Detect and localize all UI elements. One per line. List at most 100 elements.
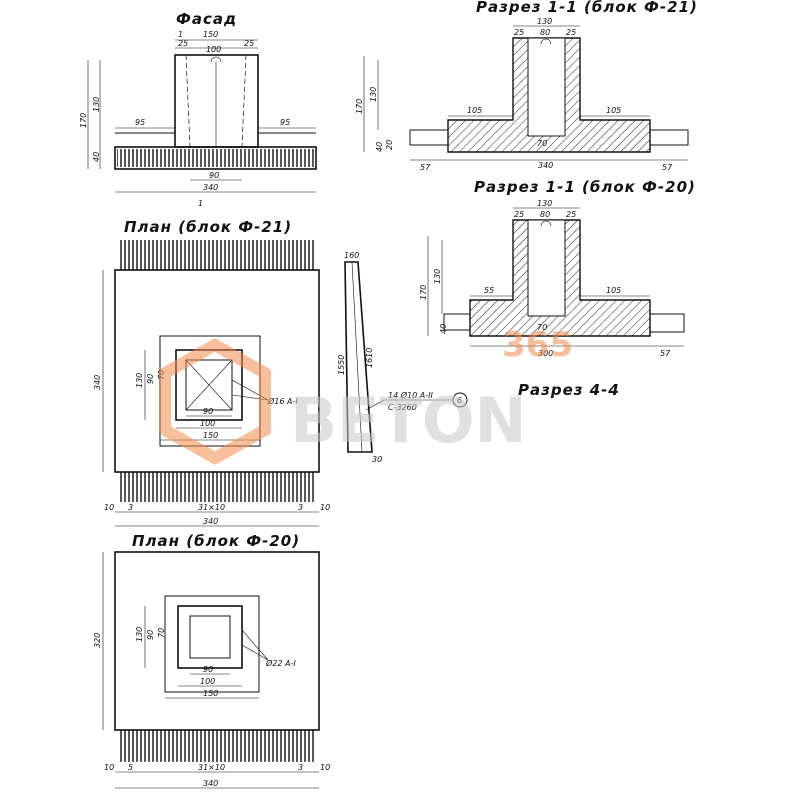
dim-s21-height-col: 130 [369, 87, 378, 102]
dim-s20-side-right: 105 [606, 286, 621, 295]
plan-f21-rebar-label: Ø16 A-I [267, 396, 298, 406]
watermark-big: BETON [290, 384, 527, 457]
dim-facade-height-col: 130 [92, 97, 101, 112]
dim-facade-side-right: 95 [280, 118, 290, 127]
plan-f21: План (блок Ф-21) Ø16 A-I 340 130 90 70 9… [93, 218, 330, 527]
dim-stirrup-length-b: 1610 [365, 348, 374, 368]
dim-p21-bottom-left: 10 [104, 503, 114, 512]
dim-s20-ext-right: 57 [660, 349, 671, 358]
dim-s20-height-col: 130 [433, 269, 442, 284]
plan-f21-comb-top [119, 240, 315, 270]
dim-p20-bottom-left2: 5 [128, 763, 133, 772]
dim-p20-bottom-right2: 3 [298, 763, 303, 772]
plan-f20-socket [177, 605, 243, 669]
dim-stirrup-length-a: 1550 [337, 355, 346, 375]
dim-cut-bottom: 1 [198, 199, 203, 208]
dim-s20-top-width: 130 [537, 199, 552, 208]
dim-p20-side: 320 [93, 633, 102, 648]
dim-p21-w3: 150 [203, 431, 218, 440]
dim-p20-bottom-left: 10 [104, 763, 114, 772]
dim-s21-height-edge: 20 [385, 140, 394, 150]
dim-p21-w2: 100 [200, 419, 215, 428]
dim-p21-width: 340 [203, 517, 218, 526]
dim-cut-top: 1 [178, 30, 183, 39]
dim-p21-bottom-left2: 3 [128, 503, 133, 512]
dim-facade-top-width: 150 [203, 30, 218, 39]
dim-facade-inner: 100 [206, 45, 221, 54]
dim-facade-side-left: 95 [135, 118, 145, 127]
dim-p20-w1: 90 [203, 665, 213, 674]
plan-f21-slab [114, 269, 320, 473]
dim-p21-side: 340 [93, 375, 102, 390]
section-f20-title: Разрез 1-1 (блок Ф-20) [474, 178, 696, 196]
dim-s20-base-width: 300 [538, 349, 553, 358]
watermark: 365 BETON [159, 325, 573, 465]
dim-p20-bottom-mid: 31×10 [198, 763, 225, 772]
dim-s21-ext-left: 57 [420, 163, 431, 172]
dim-s21-height-base: 40 [375, 142, 384, 152]
dim-s21-edge-right: 25 [566, 28, 576, 37]
dim-s21-ext-right: 57 [662, 163, 673, 172]
dim-facade-edge-left: 25 [178, 39, 188, 48]
dim-facade-bottom-inner: 90 [209, 171, 219, 180]
watermark-small: 365 [502, 325, 573, 365]
facade-title: Фасад [176, 10, 237, 28]
dim-p20-inner-a: 130 [135, 627, 144, 642]
dim-s21-bottom-inner: 70 [537, 139, 547, 148]
stirrup-callout-line2: С-3260 [388, 403, 417, 412]
dim-p21-bottom-mid: 31×10 [198, 503, 225, 512]
dim-s20-height-total: 170 [419, 285, 428, 300]
dim-s20-edge-left: 25 [514, 210, 524, 219]
dim-facade-edge-right: 25 [244, 39, 254, 48]
stirrup-shape [344, 261, 373, 453]
dim-s20-side-left: 55 [484, 286, 494, 295]
section-f21: Разрез 1-1 (блок Ф-21) 130 25 80 25 170 … [355, 0, 698, 172]
section-f20: Разрез 1-1 (блок Ф-20) 130 25 80 25 170 … [419, 178, 696, 399]
plan-f21-comb-bottom [119, 472, 315, 502]
dim-p21-inner-a: 130 [135, 373, 144, 388]
dim-s21-side-right: 105 [606, 106, 621, 115]
stirrup-mark-circle [452, 392, 468, 408]
plan-f21-title: План (блок Ф-21) [124, 218, 292, 236]
dim-s20-bottom-inner: 70 [537, 323, 547, 332]
dim-s20-height-base: 40 [439, 324, 448, 334]
dim-p21-bottom-right2: 3 [298, 503, 303, 512]
dim-s21-edge-left: 25 [514, 28, 524, 37]
dim-facade-height-total: 170 [79, 113, 88, 128]
dim-s21-side-left: 105 [467, 106, 482, 115]
dim-p21-w1: 90 [203, 407, 213, 416]
dim-p20-width: 340 [203, 779, 218, 788]
facade-column [174, 54, 259, 148]
dim-facade-base-width: 340 [203, 183, 218, 192]
hexagon-logo-icon [159, 338, 271, 465]
section-44-title: Разрез 4-4 [518, 381, 620, 399]
dim-p21-bottom-right: 10 [320, 503, 330, 512]
facade-view: Фасад 1 150 25 100 25 170 130 40 95 95 9… [79, 10, 317, 208]
dim-p20-inner-c: 70 [157, 628, 166, 638]
section-f21-title: Разрез 1-1 (блок Ф-21) [476, 0, 698, 16]
dim-s21-base-width: 340 [538, 161, 553, 170]
dim-s20-inner: 80 [540, 210, 550, 219]
dim-p20-w3: 150 [203, 689, 218, 698]
stirrup-detail: 160 1550 1610 30 14 Ø10 A-II С-3260 6 [337, 251, 468, 464]
plan-f20-rebar-label: Ø22 A-I [265, 658, 296, 668]
plan-f20: План (блок Ф-20) Ø22 A-I 320 130 90 70 9… [93, 532, 330, 789]
dim-facade-height-base: 40 [92, 152, 101, 162]
dim-s21-top-width: 130 [537, 17, 552, 26]
dim-stirrup-top: 160 [344, 251, 359, 260]
dim-s21-inner: 80 [540, 28, 550, 37]
dim-s21-height-total: 170 [355, 99, 364, 114]
plan-f20-title: План (блок Ф-20) [132, 532, 300, 550]
dim-p21-inner-b: 90 [146, 374, 155, 384]
stirrup-mark-number: 6 [457, 396, 462, 405]
dim-p20-w2: 100 [200, 677, 215, 686]
stirrup-callout-line1: 14 Ø10 A-II [388, 390, 433, 400]
dim-p20-inner-b: 90 [146, 630, 155, 640]
dim-s20-edge-right: 25 [566, 210, 576, 219]
dim-p20-bottom-right: 10 [320, 763, 330, 772]
facade-base [114, 146, 317, 170]
plan-f20-comb-bottom [119, 730, 315, 762]
dim-stirrup-bottom: 30 [372, 455, 382, 464]
